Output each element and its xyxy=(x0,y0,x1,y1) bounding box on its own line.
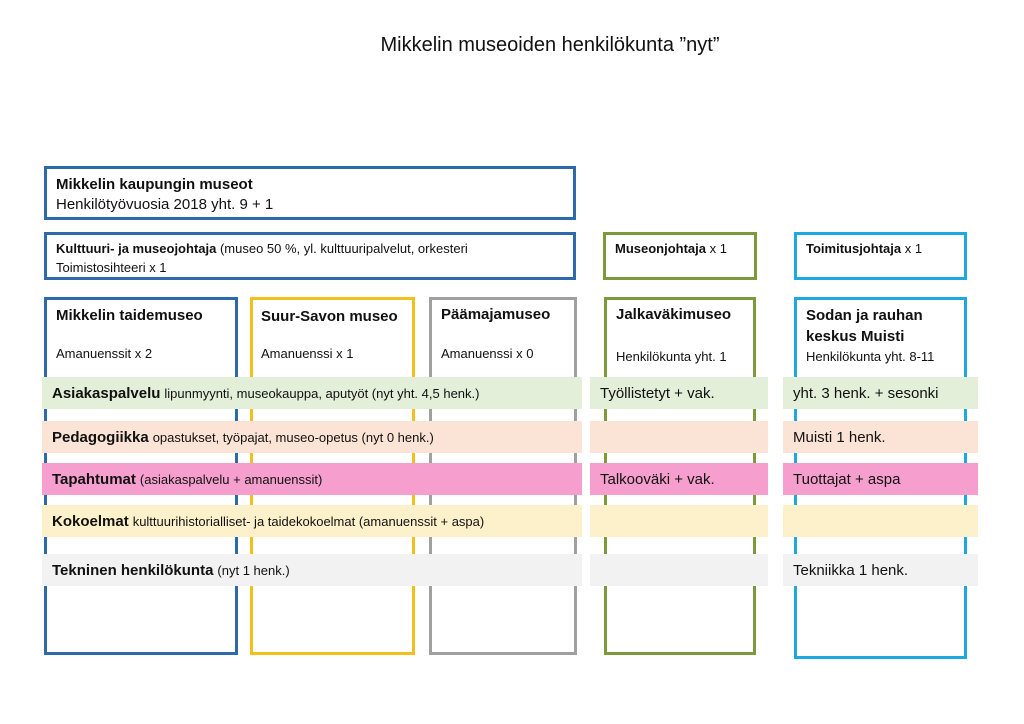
museum-staff: Amanuenssi x 1 xyxy=(261,346,354,361)
museum-name: Päämajamuseo xyxy=(441,306,551,323)
ceo-role: Toimitusjohtaja xyxy=(806,241,902,256)
row-cell: Talkooväki + vak. xyxy=(600,470,715,488)
museum-director-role: Museonjohtaja xyxy=(615,241,707,256)
row-detail: kulttuurihistorialliset- ja taidekokoelm… xyxy=(132,513,485,529)
museum-director-line: Museonjohtaja x 1 xyxy=(615,240,727,258)
museum-director-count: x 1 xyxy=(706,241,727,256)
page-title: Mikkelin museoiden henkilökunta ”nyt” xyxy=(380,34,720,56)
museum-name: Jalkaväkimuseo xyxy=(616,306,732,323)
row-asiakaspalvelu-jalkavaki: Työllistetyt + vak. xyxy=(590,377,768,409)
museum-staff: Amanuenssit x 2 xyxy=(56,346,153,361)
museum-name: Sodan ja rauhan xyxy=(806,307,923,324)
director-detail: (museo 50 %, yl. kulttuuripalvelut, orke… xyxy=(216,241,468,256)
row-cell: yht. 3 henk. + sesonki xyxy=(793,384,939,402)
row-pedagogiikka-muisti: Muisti 1 henk. xyxy=(783,421,978,453)
museum-name-line2: keskus Muisti xyxy=(806,328,905,345)
row-kokoelmat-muisti xyxy=(783,505,978,537)
secretary-line: Toimistosihteeri x 1 xyxy=(56,260,167,275)
row-detail: lipunmyynti, museokauppa, aputyöt (nyt y… xyxy=(164,385,480,401)
museum-staff: Henkilökunta yht. 1 xyxy=(616,349,727,364)
city-museums-hours: Henkilötyövuosia 2018 yht. 9 + 1 xyxy=(56,196,274,213)
row-label: Tapahtumat xyxy=(52,470,136,488)
row-asiakaspalvelu: Asiakaspalvelu lipunmyynti, museokauppa,… xyxy=(42,377,582,409)
row-tekninen-jalkavaki xyxy=(590,554,768,586)
row-detail: opastukset, työpajat, museo-opetus (nyt … xyxy=(152,429,434,445)
row-tapahtumat-jalkavaki: Talkooväki + vak. xyxy=(590,463,768,495)
ceo-box: Toimitusjohtaja x 1 xyxy=(794,232,967,280)
row-cell: Tekniikka 1 henk. xyxy=(793,561,909,579)
row-tapahtumat-muisti: Tuottajat + aspa xyxy=(783,463,978,495)
row-tapahtumat: Tapahtumat (asiakaspalvelu + amanuenssit… xyxy=(42,463,582,495)
row-tekninen: Tekninen henkilökunta (nyt 1 henk.) xyxy=(42,554,582,586)
row-cell: Tuottajat + aspa xyxy=(793,470,901,488)
row-pedagogiikka: Pedagogiikka opastukset, työpajat, museo… xyxy=(42,421,582,453)
row-label: Pedagogiikka xyxy=(52,428,149,446)
row-label: Tekninen henkilökunta xyxy=(52,561,214,579)
row-cell: Muisti 1 henk. xyxy=(793,428,886,446)
row-cell: Työllistetyt + vak. xyxy=(600,384,715,402)
director-box: Kulttuuri- ja museojohtaja (museo 50 %, … xyxy=(44,232,576,280)
ceo-count: x 1 xyxy=(901,241,923,256)
city-museums-box: Mikkelin kaupungin museot Henkilötyövuos… xyxy=(44,166,576,220)
row-label: Kokoelmat xyxy=(52,512,129,530)
museum-name: Suur-Savon museo xyxy=(261,308,398,325)
row-pedagogiikka-jalkavaki xyxy=(590,421,768,453)
row-kokoelmat: Kokoelmat kulttuurihistorialliset- ja ta… xyxy=(42,505,582,537)
row-detail: (asiakaspalvelu + amanuenssit) xyxy=(139,471,323,487)
director-role: Kulttuuri- ja museojohtaja xyxy=(56,241,217,256)
museum-name: Mikkelin taidemuseo xyxy=(56,307,203,324)
city-museums-name: Mikkelin kaupungin museot xyxy=(56,176,253,193)
row-tekninen-muisti: Tekniikka 1 henk. xyxy=(783,554,978,586)
ceo-line: Toimitusjohtaja x 1 xyxy=(806,240,922,258)
row-detail: (nyt 1 henk.) xyxy=(217,562,290,578)
museum-director-box: Museonjohtaja x 1 xyxy=(603,232,757,280)
row-label: Asiakaspalvelu xyxy=(52,384,161,402)
museum-staff: Amanuenssi x 0 xyxy=(441,346,534,361)
row-kokoelmat-jalkavaki xyxy=(590,505,768,537)
museum-staff: Henkilökunta yht. 8-11 xyxy=(806,349,935,364)
director-line: Kulttuuri- ja museojohtaja (museo 50 %, … xyxy=(56,240,468,258)
museum-column-muisti: Sodan ja rauhan keskus Muisti Henkilökun… xyxy=(794,297,967,659)
row-asiakaspalvelu-muisti: yht. 3 henk. + sesonki xyxy=(783,377,978,409)
